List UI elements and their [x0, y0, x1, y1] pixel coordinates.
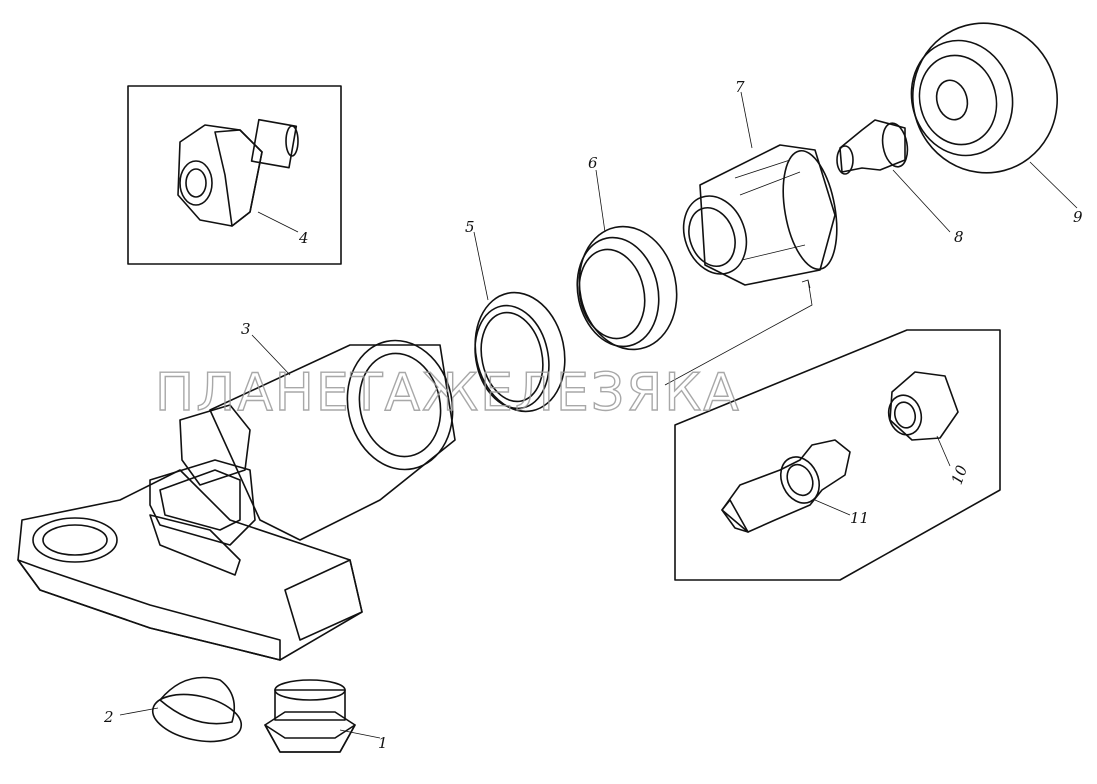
part-1-plug-bolt — [264, 679, 356, 753]
part-4-hex-adapter — [177, 118, 299, 227]
callout-5: 5 — [465, 218, 475, 236]
part-11-bleeder-valve — [721, 439, 851, 533]
part-8-spring-seat — [836, 119, 909, 175]
part-7-piston — [682, 144, 838, 286]
part-10-plug — [887, 371, 959, 441]
callout-8: 8 — [954, 228, 964, 246]
part-5-ring — [474, 291, 566, 413]
part-9-boot — [910, 22, 1059, 174]
inset-box-parts-10-11 — [664, 279, 1001, 581]
callout-4: 4 — [298, 229, 309, 247]
callout-11: 11 — [850, 509, 869, 527]
callout-1: 1 — [378, 734, 388, 752]
leader-lines — [119, 91, 1078, 739]
watermark-text: ПЛАНЕТАЖЕЛЕЗЯКА — [155, 363, 741, 423]
callout-2: 2 — [103, 708, 114, 726]
part-3-housing — [17, 339, 456, 661]
part-2-dust-cap — [151, 676, 243, 743]
part-6-cup — [576, 225, 678, 351]
callout-6: 6 — [588, 154, 598, 172]
callout-10: 10 — [948, 462, 972, 487]
callout-7: 7 — [735, 78, 745, 96]
callout-labels: 1 2 3 4 5 6 7 8 9 10 11 — [103, 78, 1083, 752]
inset-box-part-4 — [127, 85, 342, 265]
callout-3: 3 — [241, 320, 251, 338]
callout-9: 9 — [1073, 208, 1083, 226]
